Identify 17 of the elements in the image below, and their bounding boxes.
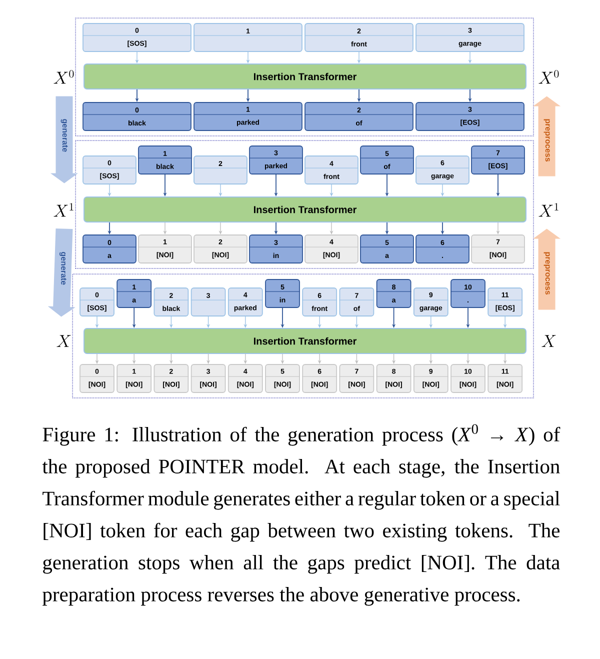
stage-panel [75,18,534,136]
stage-panel [75,140,534,269]
transformer-box: Insertion Transformer [84,64,526,90]
math-label: $X^1$ [54,203,74,217]
transformer-box: Insertion Transformer [84,328,526,354]
edge-label: generate [59,252,66,285]
math-label: $X$ [542,335,556,347]
figure-caption: Figure 1: Illustration of the generation process (X$^{0}$ → X) of the proposed POINTER model. At each stage, the Insertion Transformer module generates either a regular token or a special [NOI] token for each gap between two existing tokens. The generation stops when all the gaps predict [NOI]. The data preparation process reverses the above generative process. [42,424,560,606]
edge-label: preprocess [544,252,550,295]
edge-label: preprocess [544,119,550,162]
math-label: $X^1$ [538,203,558,217]
transformer-box: Insertion Transformer [84,196,526,222]
stage-panel [72,274,534,398]
math-label: $X^0$ [54,70,74,84]
math-label: $X$ [56,335,71,347]
math-label: $X^0$ [538,70,559,84]
edge-label: generate [60,119,68,152]
